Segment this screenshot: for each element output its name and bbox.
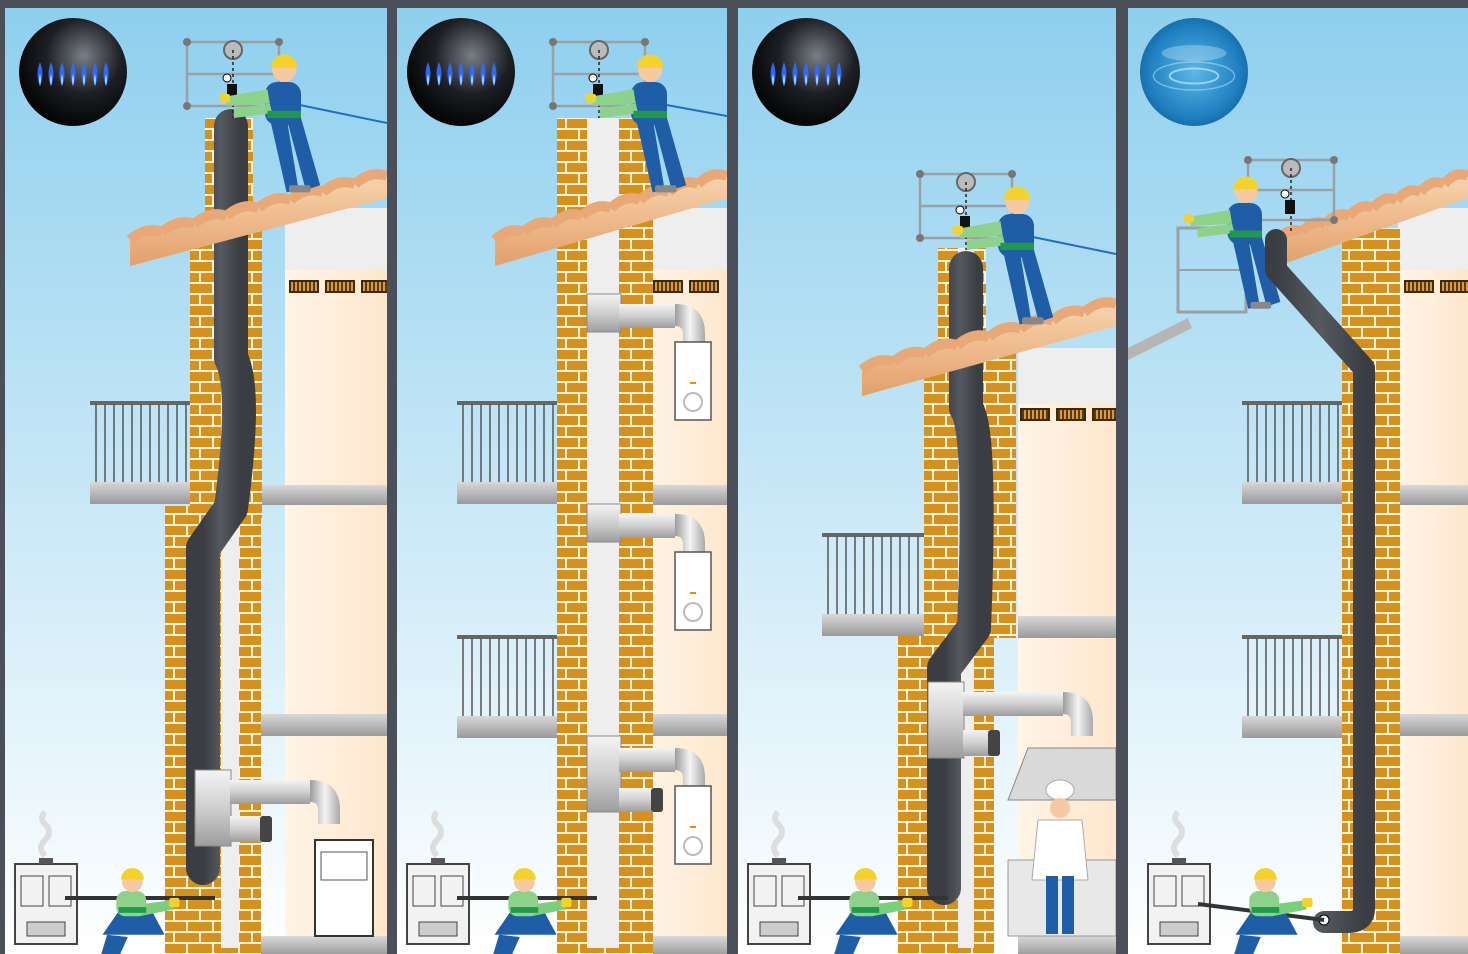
balcony bbox=[822, 533, 924, 636]
water-icon bbox=[1140, 18, 1248, 126]
wall-boiler bbox=[675, 786, 711, 864]
panel-1 bbox=[5, 8, 387, 954]
gas-flame-icon bbox=[19, 18, 127, 126]
gas-flame-icon bbox=[407, 18, 515, 126]
gas-flame-icon bbox=[752, 18, 860, 126]
wall-boiler bbox=[675, 552, 711, 630]
vent-grille bbox=[1020, 408, 1116, 421]
panel-4 bbox=[1128, 8, 1468, 954]
panel-3 bbox=[738, 8, 1116, 954]
floor-boiler bbox=[315, 840, 373, 936]
wall-boiler bbox=[675, 342, 711, 420]
vent-grille bbox=[289, 280, 387, 293]
panel-2 bbox=[397, 8, 727, 954]
